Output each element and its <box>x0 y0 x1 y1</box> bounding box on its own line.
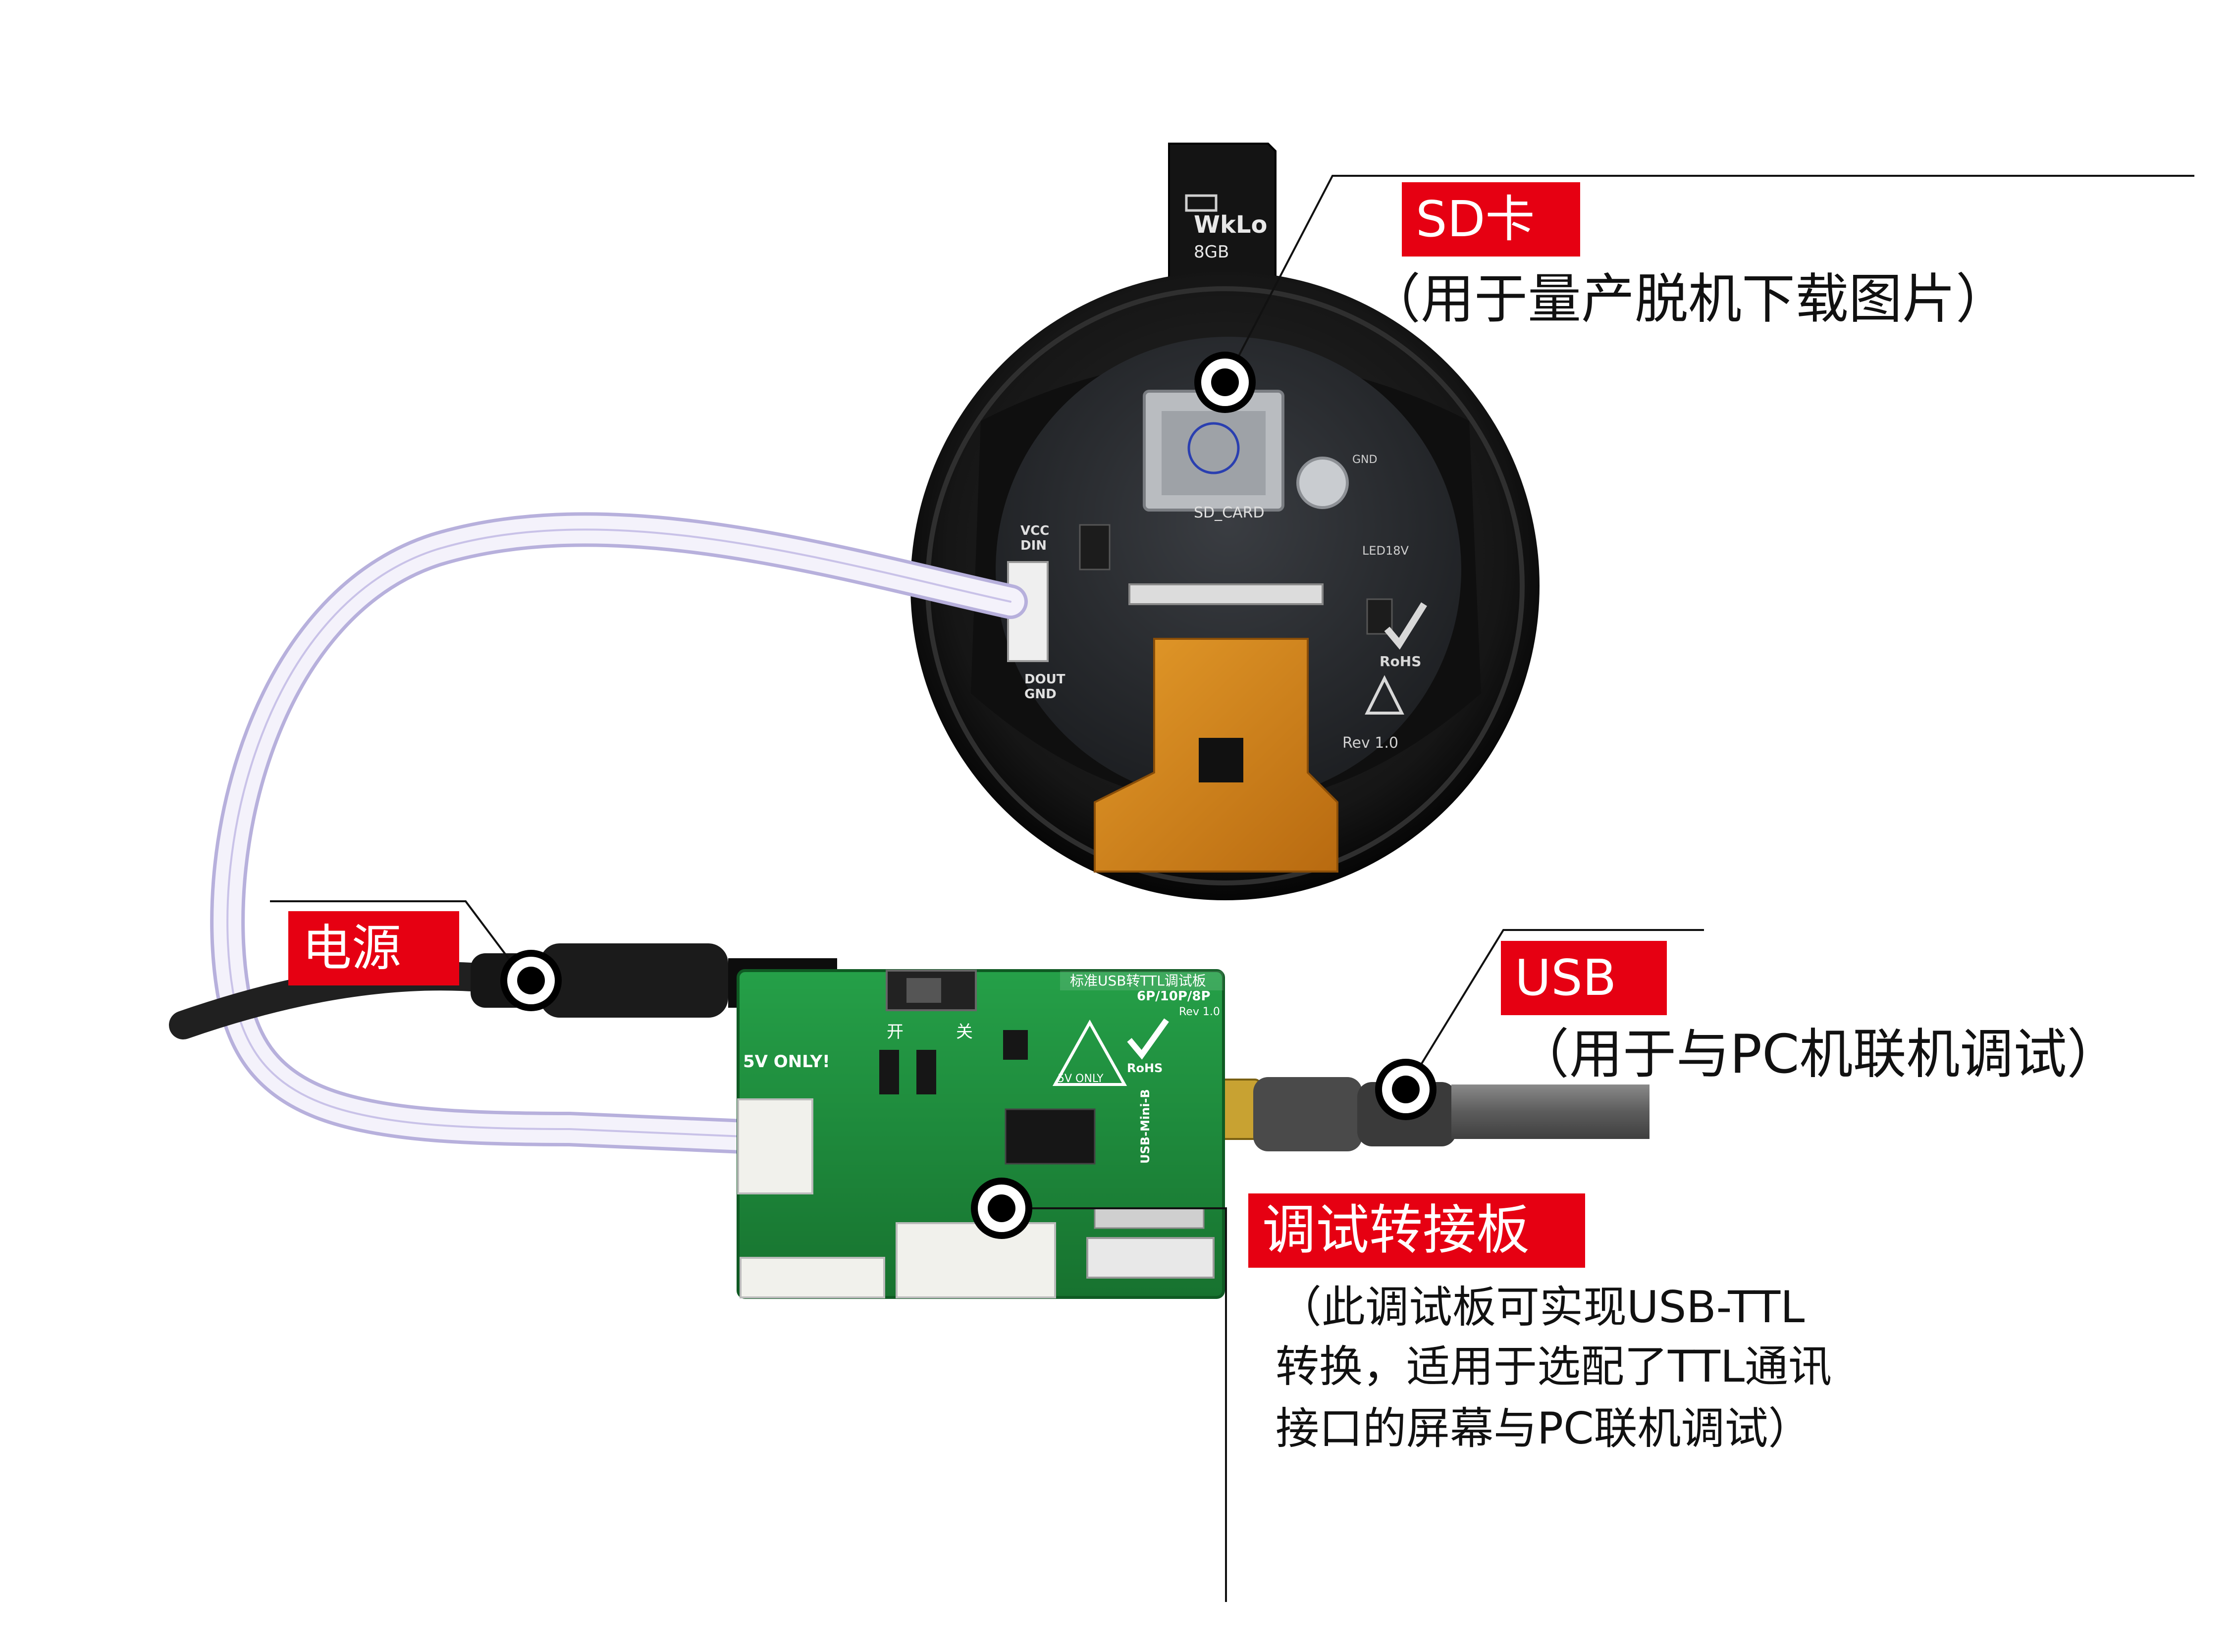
module-rev: Rev 1.0 <box>1342 734 1398 752</box>
module-pin-dout: DOUT <box>1024 672 1065 687</box>
module-pin-vcc: VCC <box>1020 523 1049 538</box>
sd-marker-icon <box>1194 352 1256 413</box>
power-leader-line <box>270 900 526 981</box>
usb-leader-line <box>1405 929 1704 1090</box>
debug-board-description-line-3: 接口的屏幕与PC联机调试） <box>1276 1403 1812 1454</box>
sd-leader-line <box>1224 175 2194 383</box>
debug-board-description-line-1: （此调试板可实现USB-TTL <box>1278 1282 1805 1333</box>
debug-board-description-line-2: 转换，适用于选配了TTL通讯 <box>1276 1341 1832 1392</box>
board-5v-only: 5V ONLY! <box>743 1052 830 1072</box>
power-tag: 电源 <box>288 911 459 985</box>
module-rohs: RoHS <box>1380 653 1421 670</box>
sd-slot-label: SD_CARD <box>1194 504 1265 521</box>
board-title: 标准USB转TTL调试板 <box>1070 973 1206 989</box>
module-pcb <box>996 337 1461 802</box>
sd-card-tag: SD卡 <box>1402 182 1580 257</box>
board-rohs: RoHS <box>1127 1061 1163 1075</box>
sd-card-description: （用于量产脱机下载图片） <box>1367 268 2010 330</box>
board-variant: 6P/10P/8P <box>1137 989 1211 1004</box>
round-display-module: WkLo 8GB SD_CARD GND LED18V <box>910 143 1540 900</box>
module-pin-gnd: GND <box>1024 687 1057 702</box>
white-ribbon-cable <box>210 512 1028 1154</box>
callout-markers <box>500 352 1437 1239</box>
sd-card-brand-text: WkLo <box>1194 211 1267 239</box>
debug-board-leader-line <box>1003 1207 1227 1602</box>
board-usb-port-label: USB-Mini-B <box>1138 1089 1152 1164</box>
module-pin-din: DIN <box>1020 538 1047 553</box>
sd-card: WkLo 8GB <box>1168 143 1277 278</box>
usb-description: （用于与PC机联机调试） <box>1516 1024 2121 1085</box>
module-gnd-label: GND <box>1352 454 1377 466</box>
sd-card-size-text: 8GB <box>1194 242 1229 262</box>
usb-marker-icon <box>1375 1059 1437 1120</box>
debug-board-tag: 调试转接板 <box>1248 1193 1585 1268</box>
green-adapter-board: 标准USB转TTL调试板 6P/10P/8P Rev 1.0 5V ONLY! … <box>737 969 1225 1299</box>
power-marker-icon <box>500 950 562 1011</box>
callout-lines <box>270 175 2194 1602</box>
usb-tag: USB <box>1501 941 1667 1015</box>
board-switch-on: 开 <box>887 1022 904 1042</box>
board-warning: 5V ONLY <box>1058 1073 1104 1085</box>
debug-board-marker-icon <box>971 1178 1032 1239</box>
board-switch-off: 关 <box>956 1022 973 1042</box>
module-led-label: LED18V <box>1362 544 1409 558</box>
board-rev: Rev 1.0 <box>1179 1006 1220 1018</box>
